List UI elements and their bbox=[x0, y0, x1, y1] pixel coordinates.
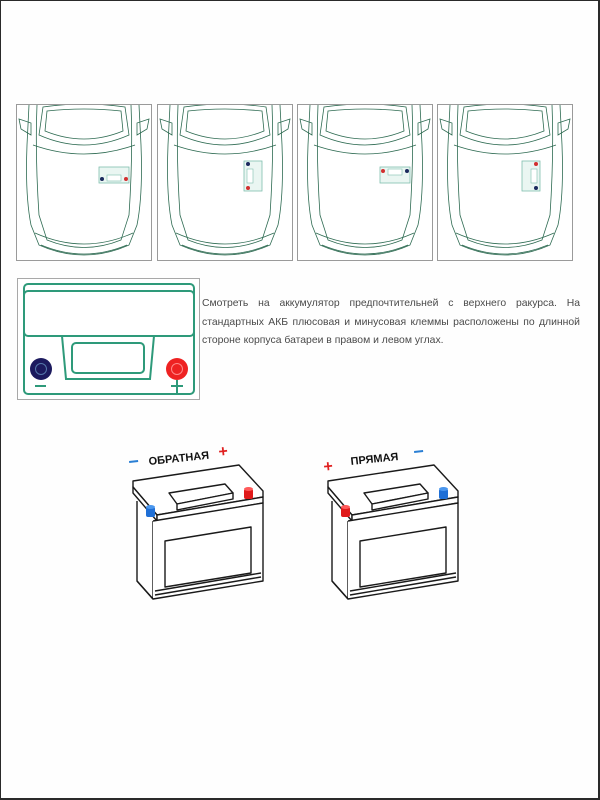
battery-top-view-icon bbox=[23, 283, 195, 395]
positive-terminal-post bbox=[244, 487, 253, 499]
battery-position-marker bbox=[379, 166, 411, 184]
negative-terminal-post bbox=[439, 487, 448, 499]
car-top-view-icon bbox=[18, 105, 150, 256]
car-diagram-2 bbox=[157, 104, 293, 261]
car-top-view-icon bbox=[159, 105, 291, 256]
battery-3d-icon: + ПРЯМАЯ − bbox=[323, 441, 459, 600]
plus-sign: + bbox=[323, 458, 334, 476]
battery-position-marker bbox=[521, 160, 541, 192]
direct-polarity-diagram: + ПРЯМАЯ − bbox=[306, 431, 506, 611]
positive-terminal-post bbox=[341, 505, 350, 517]
description-text: Смотреть на аккумулятор предпочтительней… bbox=[202, 298, 580, 346]
car-diagram-1 bbox=[16, 104, 152, 261]
battery-3d-icon: − ОБРАТНАЯ + bbox=[127, 443, 264, 600]
battery-position-marker bbox=[98, 166, 130, 184]
plus-sign: + bbox=[218, 443, 229, 461]
plus-sign bbox=[171, 380, 183, 393]
minus-sign: − bbox=[127, 451, 140, 472]
car-diagram-3 bbox=[297, 104, 433, 261]
battery-position-marker bbox=[243, 160, 263, 192]
car-top-view-icon bbox=[439, 105, 571, 256]
car-diagram-4 bbox=[437, 104, 573, 261]
polarity-label: ПРЯМАЯ bbox=[350, 451, 399, 468]
negative-terminal bbox=[30, 358, 52, 380]
reverse-polarity-diagram: − ОБРАТНАЯ + bbox=[111, 431, 311, 611]
negative-terminal-post bbox=[146, 505, 155, 517]
polarity-label: ОБРАТНАЯ bbox=[148, 450, 210, 468]
car-top-view-icon bbox=[299, 105, 431, 256]
minus-sign: − bbox=[412, 441, 425, 462]
positive-terminal bbox=[166, 358, 188, 380]
battery-top-view bbox=[17, 278, 200, 400]
